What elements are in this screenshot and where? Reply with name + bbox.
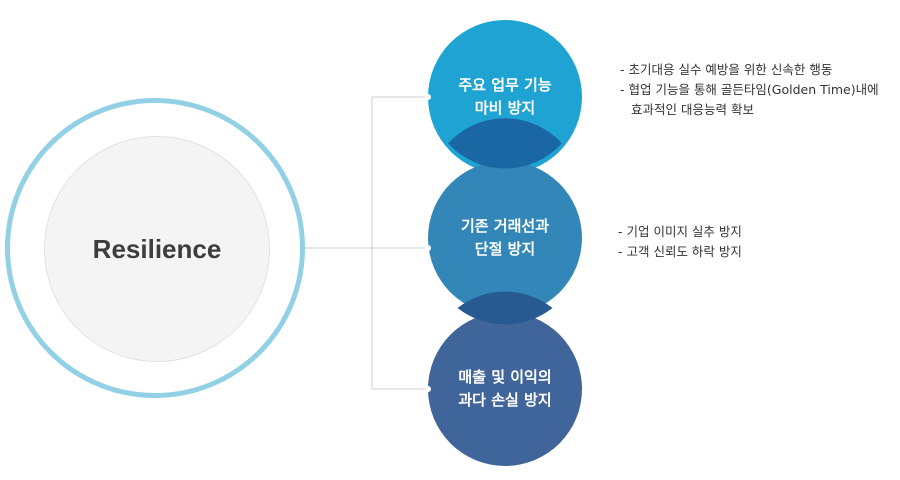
node-1-line-2: 마비 방지 — [474, 99, 536, 117]
node-label-3: 매출 및 이익의 과다 손실 방지 — [428, 312, 582, 466]
node-3-line-1: 매출 및 이익의 — [458, 368, 552, 386]
connector-dot-2 — [425, 245, 431, 251]
connector-dot-1 — [425, 94, 431, 100]
description-1-line-3: 효과적인 대응능력 확보 — [631, 102, 754, 117]
node-1-line-1: 주요 업무 기능 — [458, 76, 552, 94]
description-2: - 기업 이미지 실추 방지 - 고객 신뢰도 하락 방지 — [618, 222, 742, 262]
overlap-2-3 — [457, 291, 553, 325]
description-1: - 초기대응 실수 예방을 위한 신속한 행동 - 협업 기능을 통해 골든타임… — [620, 60, 879, 120]
node-2-line-1: 기존 거래선과 — [460, 217, 550, 235]
center-label: Resilience — [92, 233, 222, 264]
center-circle — [44, 136, 270, 362]
description-2-line-2: - 고객 신뢰도 하락 방지 — [618, 244, 742, 259]
description-1-line-1: - 초기대응 실수 예방을 위한 신속한 행동 — [620, 62, 833, 77]
description-1-line-2: - 협업 기능을 통해 골든타임(Golden Time)내에 — [620, 82, 879, 97]
node-circle-2 — [428, 161, 582, 315]
overlap-1-2 — [448, 118, 562, 169]
node-circle-3 — [428, 312, 582, 466]
node-2-line-2: 단절 방지 — [474, 240, 536, 258]
connector-dot-3 — [425, 386, 431, 392]
node-label-1: 주요 업무 기능 마비 방지 — [428, 20, 582, 174]
node-label-2: 기존 거래선과 단절 방지 — [428, 161, 582, 315]
description-2-line-1: - 기업 이미지 실추 방지 — [618, 224, 742, 239]
node-3-line-2: 과다 손실 방지 — [458, 391, 552, 409]
